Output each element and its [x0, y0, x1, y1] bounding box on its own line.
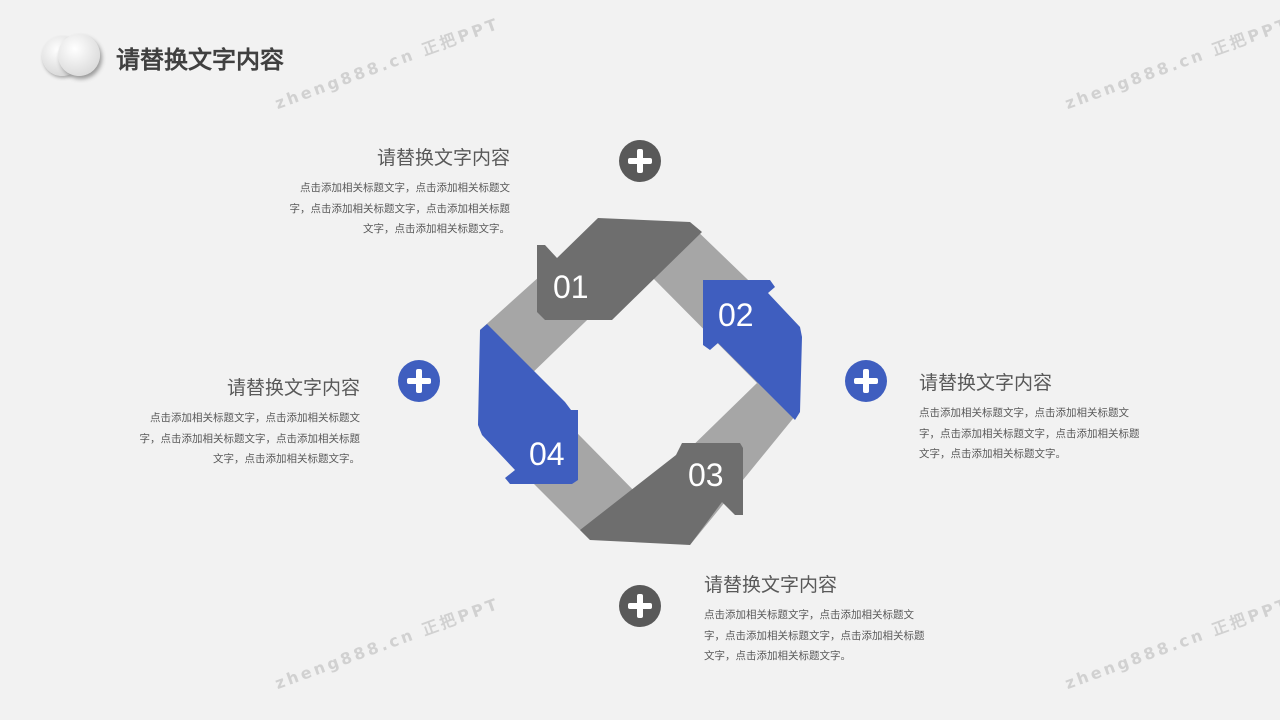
arrow-01 [537, 218, 702, 320]
step-title: 请替换文字内容 [376, 147, 510, 169]
plus-icon [619, 585, 661, 627]
step-02-text: 请替换文字内容 点击添加相关标题文字，点击添加相关标题文字，点击添加相关标题文字… [919, 368, 1149, 465]
arrow-03 [580, 443, 743, 545]
plus-icon [845, 360, 887, 402]
step-number-03: 03 [688, 457, 724, 493]
step-title: 请替换文字内容 [226, 377, 360, 399]
plus-icon [619, 140, 661, 182]
page-title: 请替换文字内容 [116, 46, 284, 74]
step-title: 请替换文字内容 [919, 372, 1053, 394]
arrow-04 [478, 324, 578, 484]
step-number-01: 01 [553, 269, 589, 305]
plus-icon [398, 360, 440, 402]
step-01-text: 请替换文字内容 点击添加相关标题文字，点击添加相关标题文字，点击添加相关标题文字… [280, 143, 511, 240]
step-body: 点击添加相关标题文字，点击添加相关标题文字，点击添加相关标题文字，点击添加相关标… [139, 412, 361, 465]
step-body: 点击添加相关标题文字，点击添加相关标题文字，点击添加相关标题文字，点击添加相关标… [704, 609, 925, 662]
logo-circles [42, 34, 102, 78]
step-title: 请替换文字内容 [704, 574, 838, 596]
step-body: 点击添加相关标题文字，点击添加相关标题文字，点击添加相关标题文字，点击添加相关标… [919, 407, 1140, 460]
arrow-02 [703, 280, 802, 420]
step-number-02: 02 [718, 297, 754, 333]
step-number-04: 04 [529, 436, 565, 472]
step-03-text: 请替换文字内容 点击添加相关标题文字，点击添加相关标题文字，点击添加相关标题文字… [704, 570, 934, 667]
step-04-text: 请替换文字内容 点击添加相关标题文字，点击添加相关标题文字，点击添加相关标题文字… [130, 373, 361, 470]
step-body: 点击添加相关标题文字，点击添加相关标题文字，点击添加相关标题文字，点击添加相关标… [289, 182, 511, 235]
